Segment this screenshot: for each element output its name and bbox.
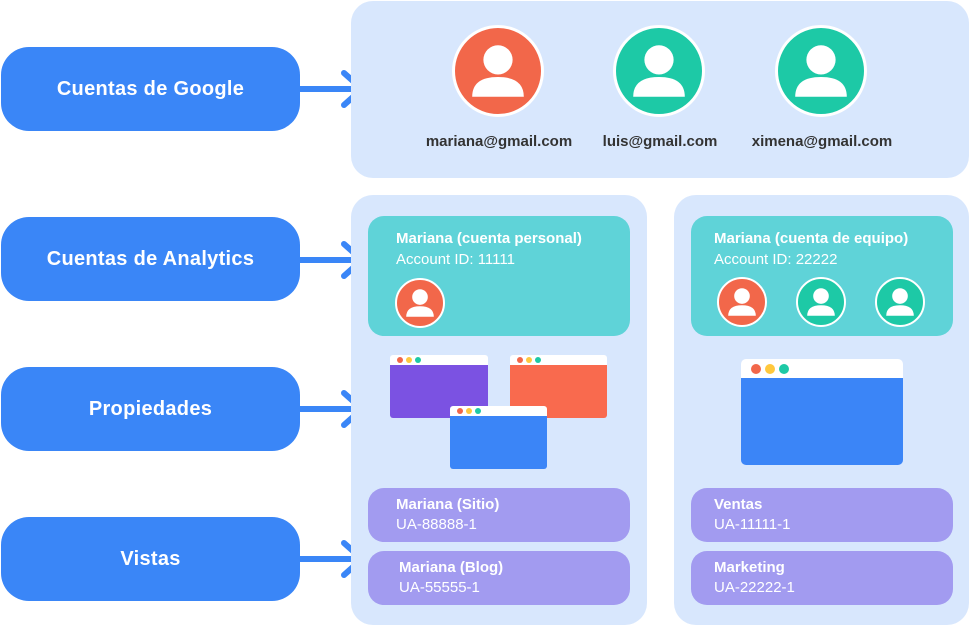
- google-email: mariana@gmail.com: [425, 133, 573, 150]
- account-name: Mariana (cuenta personal): [396, 230, 582, 247]
- person-icon: [633, 45, 685, 97]
- avatar: [775, 25, 867, 117]
- person-icon: [886, 288, 914, 316]
- label-views: Vistas: [1, 517, 300, 601]
- analytics-account-card: Mariana (cuenta de equipo) Account ID: 2…: [691, 216, 953, 336]
- view-card: Mariana (Sitio) UA-88888-1: [368, 488, 630, 542]
- property-window: [741, 359, 903, 465]
- label-views-text: Vistas: [120, 547, 181, 570]
- avatar: [796, 277, 846, 327]
- view-id: UA-11111-1: [714, 516, 791, 533]
- view-name: Ventas: [714, 496, 763, 513]
- person-icon: [406, 289, 434, 317]
- account-id: Account ID: 22222: [714, 251, 838, 268]
- view-id: UA-88888-1: [396, 516, 477, 533]
- avatar: [613, 25, 705, 117]
- label-analytics-accounts: Cuentas de Analytics: [1, 217, 300, 301]
- view-id: UA-22222-1: [714, 579, 795, 596]
- view-name: Mariana (Sitio): [396, 496, 500, 513]
- google-email: luis@gmail.com: [602, 133, 718, 150]
- account-name: Mariana (cuenta de equipo): [714, 230, 909, 247]
- view-card: Marketing UA-22222-1: [691, 551, 953, 605]
- avatar: [452, 25, 544, 117]
- property-window: [450, 406, 547, 469]
- person-icon: [795, 45, 847, 97]
- person-icon: [728, 288, 756, 316]
- view-card: Ventas UA-11111-1: [691, 488, 953, 542]
- person-icon: [472, 45, 524, 97]
- google-email: ximena@gmail.com: [751, 133, 893, 150]
- label-properties-text: Propiedades: [88, 397, 213, 420]
- label-google-text: Cuentas de Google: [56, 77, 245, 100]
- avatar: [875, 277, 925, 327]
- view-name: Marketing: [714, 559, 785, 576]
- analytics-account-card: Mariana (cuenta personal) Account ID: 11…: [368, 216, 630, 336]
- label-properties: Propiedades: [1, 367, 300, 451]
- account-id: Account ID: 11111: [396, 251, 515, 268]
- person-icon: [807, 288, 835, 316]
- view-id: UA-55555-1: [399, 579, 480, 596]
- avatar: [717, 277, 767, 327]
- avatar: [395, 278, 445, 328]
- label-analytics-text: Cuentas de Analytics: [46, 247, 255, 270]
- view-card: Mariana (Blog) UA-55555-1: [368, 551, 630, 605]
- label-google-accounts: Cuentas de Google: [1, 47, 300, 131]
- view-name: Mariana (Blog): [399, 559, 504, 576]
